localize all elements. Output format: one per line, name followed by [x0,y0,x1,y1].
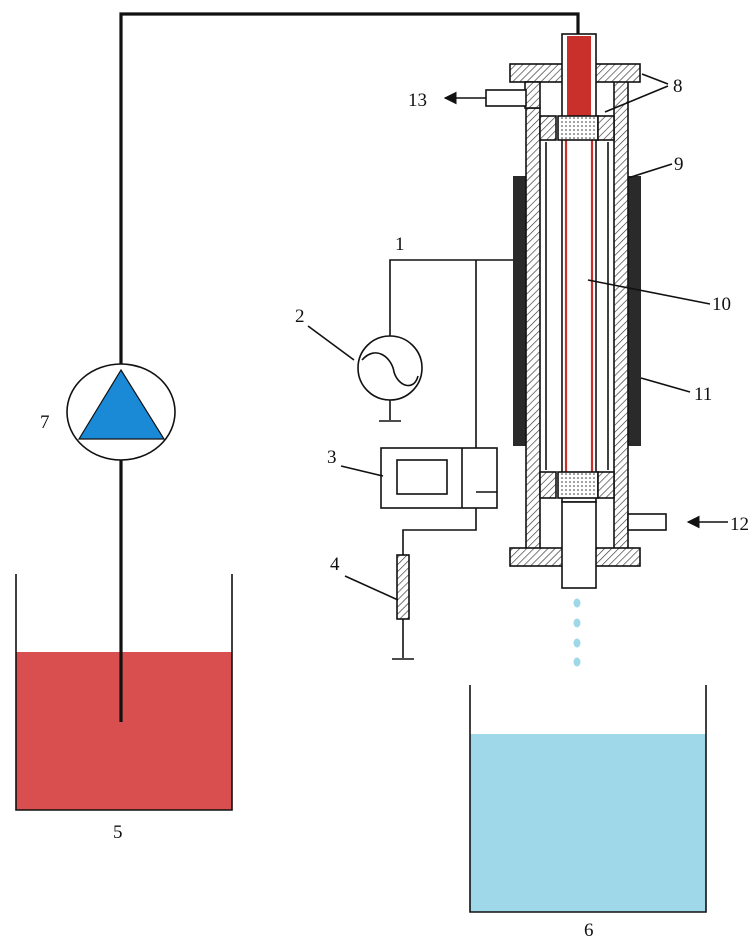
outer-electrode-right [628,176,641,446]
label-2: 2 [295,306,305,327]
power-circuit [357,259,513,660]
outer-electrode-left [513,176,526,446]
labels: 1 2 3 4 5 6 7 8 9 10 11 12 13 [40,76,749,939]
label-9: 9 [674,154,684,175]
label-8: 8 [673,76,683,97]
seal-top-center [557,115,599,141]
label-6: 6 [584,920,594,939]
hv-wire [389,259,513,336]
product-tank [469,685,707,913]
leader-lines [307,73,728,601]
product-tank-walls [469,685,707,913]
reactor [485,33,667,589]
seal-bottom-right [597,471,615,499]
seal-top-left [539,115,557,141]
label-10: 10 [712,294,731,315]
resistor [396,554,410,620]
pump [66,363,176,461]
label-7: 7 [40,412,50,433]
gas-inlet-pipe [627,513,667,531]
reactor-shell-right [613,79,629,551]
droplets [573,598,581,667]
label-13: 13 [408,90,427,111]
central-tube-core [567,36,591,116]
label-3: 3 [327,447,337,468]
label-5: 5 [113,822,123,843]
label-1: 1 [395,234,405,255]
sine-wave-icon [361,352,419,387]
pump-triangle [77,368,166,440]
oscilloscope-screen [396,459,448,495]
feed-tank-walls [15,574,233,811]
gas-outlet-pipe [485,89,527,107]
seal-bottom-center [557,471,599,499]
label-12: 12 [730,514,749,535]
ac-power-source [357,335,423,401]
label-11: 11 [694,384,712,405]
feed-line [119,12,580,722]
feed-liquid [16,652,232,810]
seal-bottom-left [539,471,557,499]
product-liquid [470,734,706,912]
reactor-shell-left [525,107,541,551]
label-4: 4 [330,554,340,575]
seal-top-right [597,115,615,141]
bottom-outlet [561,501,597,589]
feed-tank [15,574,233,811]
top-inlet-stub [524,81,541,109]
